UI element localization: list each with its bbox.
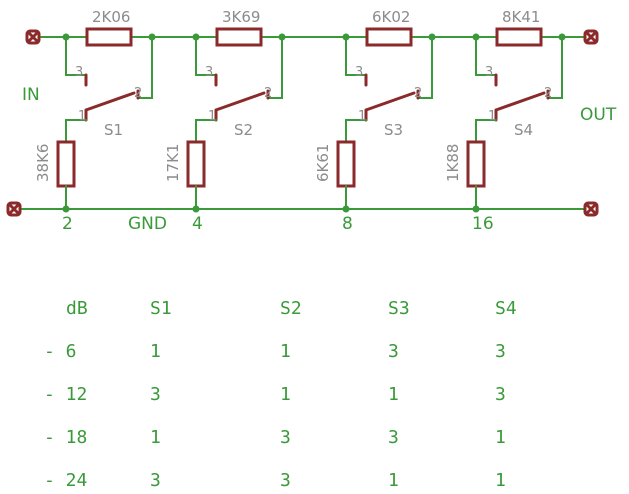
- shunt-resistor: [56, 140, 76, 188]
- switch-blade: [494, 91, 546, 112]
- switch-label: S2: [234, 121, 253, 139]
- series-resistor-label: 6K02: [372, 8, 410, 26]
- switch-wire: [65, 36, 87, 76]
- series-resistor: [365, 27, 413, 47]
- stage-4: 8K41 1K88 3 1 2S4 16: [444, 8, 566, 234]
- table-cell-switch: 3: [280, 470, 291, 491]
- pin-number-nc: 3: [355, 65, 363, 80]
- series-resistor: [85, 27, 133, 47]
- switch-wire: [195, 36, 217, 76]
- junction-dot: [472, 205, 480, 213]
- shunt-resistor: [186, 140, 206, 188]
- switch-wire: [417, 36, 433, 99]
- table-cell-db: - 24: [44, 470, 87, 491]
- table-cell-switch: 1: [388, 470, 399, 491]
- table-header: S2: [280, 298, 302, 319]
- table-cell-switch: 3: [280, 427, 291, 448]
- shunt-resistor: [466, 140, 486, 188]
- shunt-resistor-label: 1K88: [444, 144, 462, 182]
- table-cell-switch: 1: [150, 341, 161, 362]
- pin-number-nc: 3: [75, 65, 83, 80]
- switch-label: S1: [104, 121, 123, 139]
- table-cell-switch: 1: [388, 384, 399, 405]
- switch-wire: [547, 36, 563, 99]
- shunt-resistor-label: 17K1: [164, 144, 182, 182]
- table-cell-switch: 3: [495, 384, 506, 405]
- series-resistor-label: 3K69: [222, 8, 260, 26]
- shunt-resistor: [336, 140, 356, 188]
- table-cell-switch: 1: [280, 341, 291, 362]
- table-row: - 12 3 1 1 3: [44, 384, 506, 405]
- switch-wire: [345, 36, 367, 76]
- switch-wire: [137, 36, 153, 99]
- terminal-gnd-in-icon: [6, 201, 22, 217]
- series-resistor: [495, 27, 543, 47]
- shunt-wire: [345, 119, 367, 143]
- table-cell-switch: 3: [388, 341, 399, 362]
- shunt-wire: [475, 119, 497, 143]
- junction-dot: [342, 205, 350, 213]
- terminal-out-icon: [583, 29, 599, 45]
- junction-dot: [192, 205, 200, 213]
- table-header: S4: [495, 298, 517, 319]
- table-row: - 24 3 3 1 1: [44, 470, 506, 491]
- table-header: S3: [388, 298, 410, 319]
- switch-blade: [364, 91, 416, 112]
- pin-number-no: 2: [134, 86, 142, 101]
- output-label: OUT: [580, 105, 617, 125]
- node-number: 4: [192, 214, 203, 234]
- node-number: 16: [472, 214, 494, 234]
- node-number: 8: [342, 214, 353, 234]
- terminal-gnd-out-icon: [583, 201, 599, 217]
- table-cell-switch: 1: [495, 470, 506, 491]
- shunt-resistor-label: 6K61: [314, 144, 332, 182]
- terminal-in-icon: [25, 29, 41, 45]
- table-row: - 18 1 3 3 1: [44, 427, 506, 448]
- junction-dot: [62, 205, 70, 213]
- switch-wire: [475, 36, 497, 76]
- pin-number-com: 1: [208, 109, 216, 124]
- table-cell-db: - 12: [44, 384, 87, 405]
- series-resistor-label: 2K06: [92, 8, 130, 26]
- table-cell-switch: 1: [150, 427, 161, 448]
- pin-number-com: 1: [78, 109, 86, 124]
- pin-number-nc: 3: [205, 65, 213, 80]
- series-resistor-label: 8K41: [502, 8, 540, 26]
- stage-3: 6K02 6K61 3 1 2S3 8: [314, 8, 436, 234]
- pin-number-no: 2: [414, 86, 422, 101]
- table-cell-switch: 3: [495, 341, 506, 362]
- switch-label: S4: [514, 121, 533, 139]
- shunt-wire: [195, 119, 217, 143]
- stage-2: 3K69 17K1 3 1 2S2 4: [164, 8, 286, 234]
- table-row: - 6 1 1 3 3: [44, 341, 506, 362]
- table-cell-switch: 1: [280, 384, 291, 405]
- ground-label: GND: [128, 214, 167, 234]
- pin-number-nc: 3: [485, 65, 493, 80]
- switch-label: S3: [384, 121, 403, 139]
- series-resistor: [215, 27, 263, 47]
- table-cell-db: - 18: [44, 427, 87, 448]
- pin-number-com: 1: [358, 109, 366, 124]
- switch-blade: [214, 91, 266, 112]
- table-cell-switch: 1: [495, 427, 506, 448]
- table-cell-db: - 6: [44, 341, 77, 362]
- switch-blade: [84, 91, 136, 112]
- table-cell-switch: 3: [388, 427, 399, 448]
- shunt-resistor-label: 38K6: [34, 144, 52, 182]
- shunt-wire: [65, 119, 87, 143]
- table-header: S1: [150, 298, 172, 319]
- table-cell-switch: 3: [150, 384, 161, 405]
- input-label: IN: [22, 85, 40, 105]
- pin-number-no: 2: [264, 86, 272, 101]
- pin-number-no: 2: [544, 86, 552, 101]
- table-header: dB: [66, 298, 88, 319]
- table-cell-switch: 3: [150, 470, 161, 491]
- switch-wire: [267, 36, 283, 99]
- pin-number-com: 1: [488, 109, 496, 124]
- node-number: 2: [62, 214, 73, 234]
